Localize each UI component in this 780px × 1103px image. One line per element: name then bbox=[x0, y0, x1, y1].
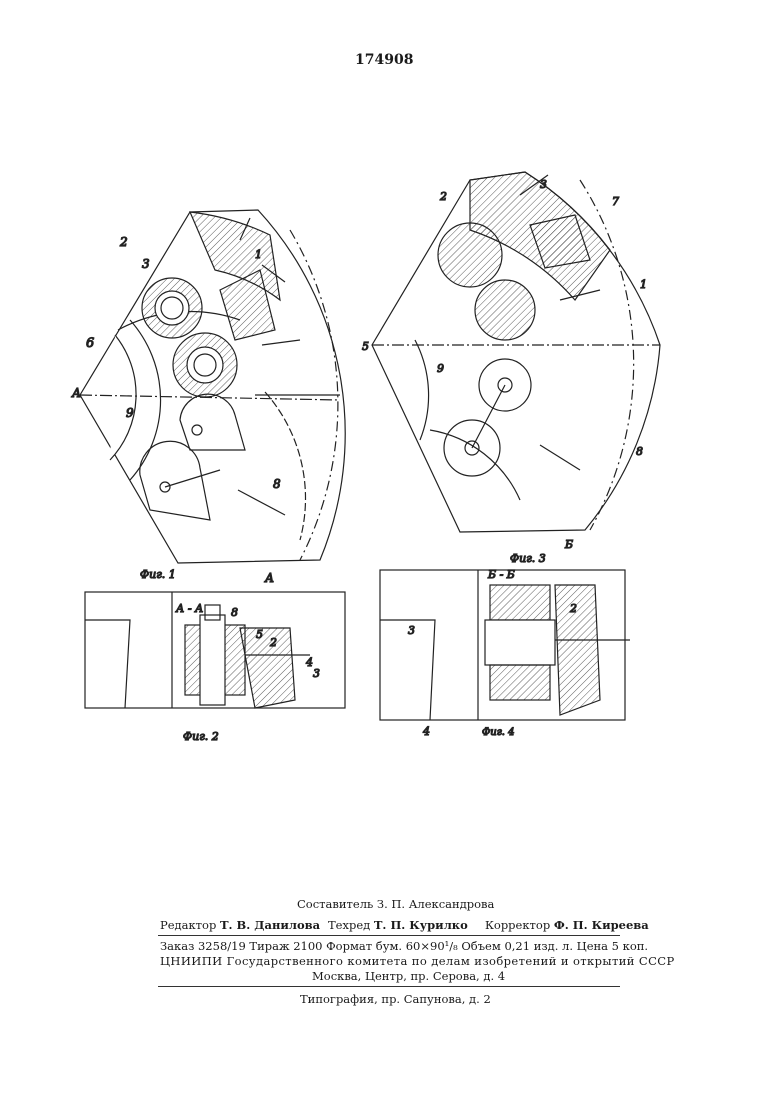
label: 5 bbox=[256, 628, 263, 641]
label: 9 bbox=[126, 406, 134, 420]
label: 3 bbox=[142, 257, 150, 271]
label: 7 bbox=[612, 195, 619, 208]
label: 4 bbox=[422, 725, 430, 738]
divider bbox=[158, 935, 620, 936]
label: 2 bbox=[269, 636, 277, 649]
figure-caption: Фиг. 2 bbox=[183, 730, 219, 743]
label: 8 bbox=[636, 445, 643, 458]
compiler-line: Составитель З. П. Александрова bbox=[297, 897, 494, 911]
org-line: ЦНИИПИ Государственного комитета по дела… bbox=[160, 954, 675, 968]
techred-name: Т. П. Курилко bbox=[374, 918, 468, 932]
label: 2 bbox=[569, 602, 577, 615]
editor-label: Редактор bbox=[160, 918, 216, 932]
figure-caption: Фиг. 4 bbox=[482, 727, 515, 738]
corrector-name: Ф. П. Киреева bbox=[554, 918, 649, 932]
label: 8 bbox=[273, 477, 281, 491]
label: 5 bbox=[362, 340, 369, 353]
label: 1 bbox=[255, 248, 262, 261]
label: 2 bbox=[439, 190, 447, 203]
corrector-label: Корректор bbox=[485, 918, 550, 932]
editor-name: Т. В. Данилова bbox=[220, 918, 320, 932]
figure-4: Б - Б 2 3 4 Фиг. 4 bbox=[380, 568, 630, 738]
label: 6 bbox=[86, 336, 94, 351]
order-line: Заказ 3258/19 Тираж 2100 Формат бум. 60×… bbox=[160, 939, 648, 953]
figure-2: А - А 8 5 2 4 3 Фиг. 2 bbox=[85, 592, 345, 743]
label: А bbox=[71, 386, 81, 400]
label: Б bbox=[564, 538, 573, 551]
label: 3 bbox=[408, 624, 415, 637]
label: 3 bbox=[313, 667, 320, 680]
techred-label: Техред bbox=[328, 918, 370, 932]
label: 1 bbox=[640, 278, 647, 291]
corrector-line: Корректор Ф. П. Киреева bbox=[485, 918, 649, 932]
figure-caption: Фиг. 3 bbox=[510, 552, 546, 565]
editor-line: Редактор Т. В. Данилова bbox=[160, 918, 320, 932]
label: 8 bbox=[231, 606, 238, 619]
label: 3 bbox=[540, 178, 547, 191]
figure-1: 2 1 3 6 9 8 А А Фиг. 1 bbox=[71, 210, 345, 585]
label: 4 bbox=[305, 656, 313, 669]
figure-caption: Фиг. 1 bbox=[140, 568, 176, 581]
label: 9 bbox=[437, 362, 444, 375]
section-label: А - А bbox=[175, 602, 203, 615]
label: 2 bbox=[119, 235, 128, 249]
section-label: Б - Б bbox=[487, 568, 515, 581]
address-line: Москва, Центр, пр. Серова, д. 4 bbox=[312, 969, 505, 983]
printer-line: Типография, пр. Сапунова, д. 2 bbox=[300, 992, 491, 1006]
techred-line: Техред Т. П. Курилко bbox=[328, 918, 468, 932]
label: А bbox=[264, 571, 274, 585]
figure-3: 3 7 2 1 5 9 8 Б Фиг. 3 bbox=[362, 172, 660, 565]
divider bbox=[158, 986, 620, 987]
